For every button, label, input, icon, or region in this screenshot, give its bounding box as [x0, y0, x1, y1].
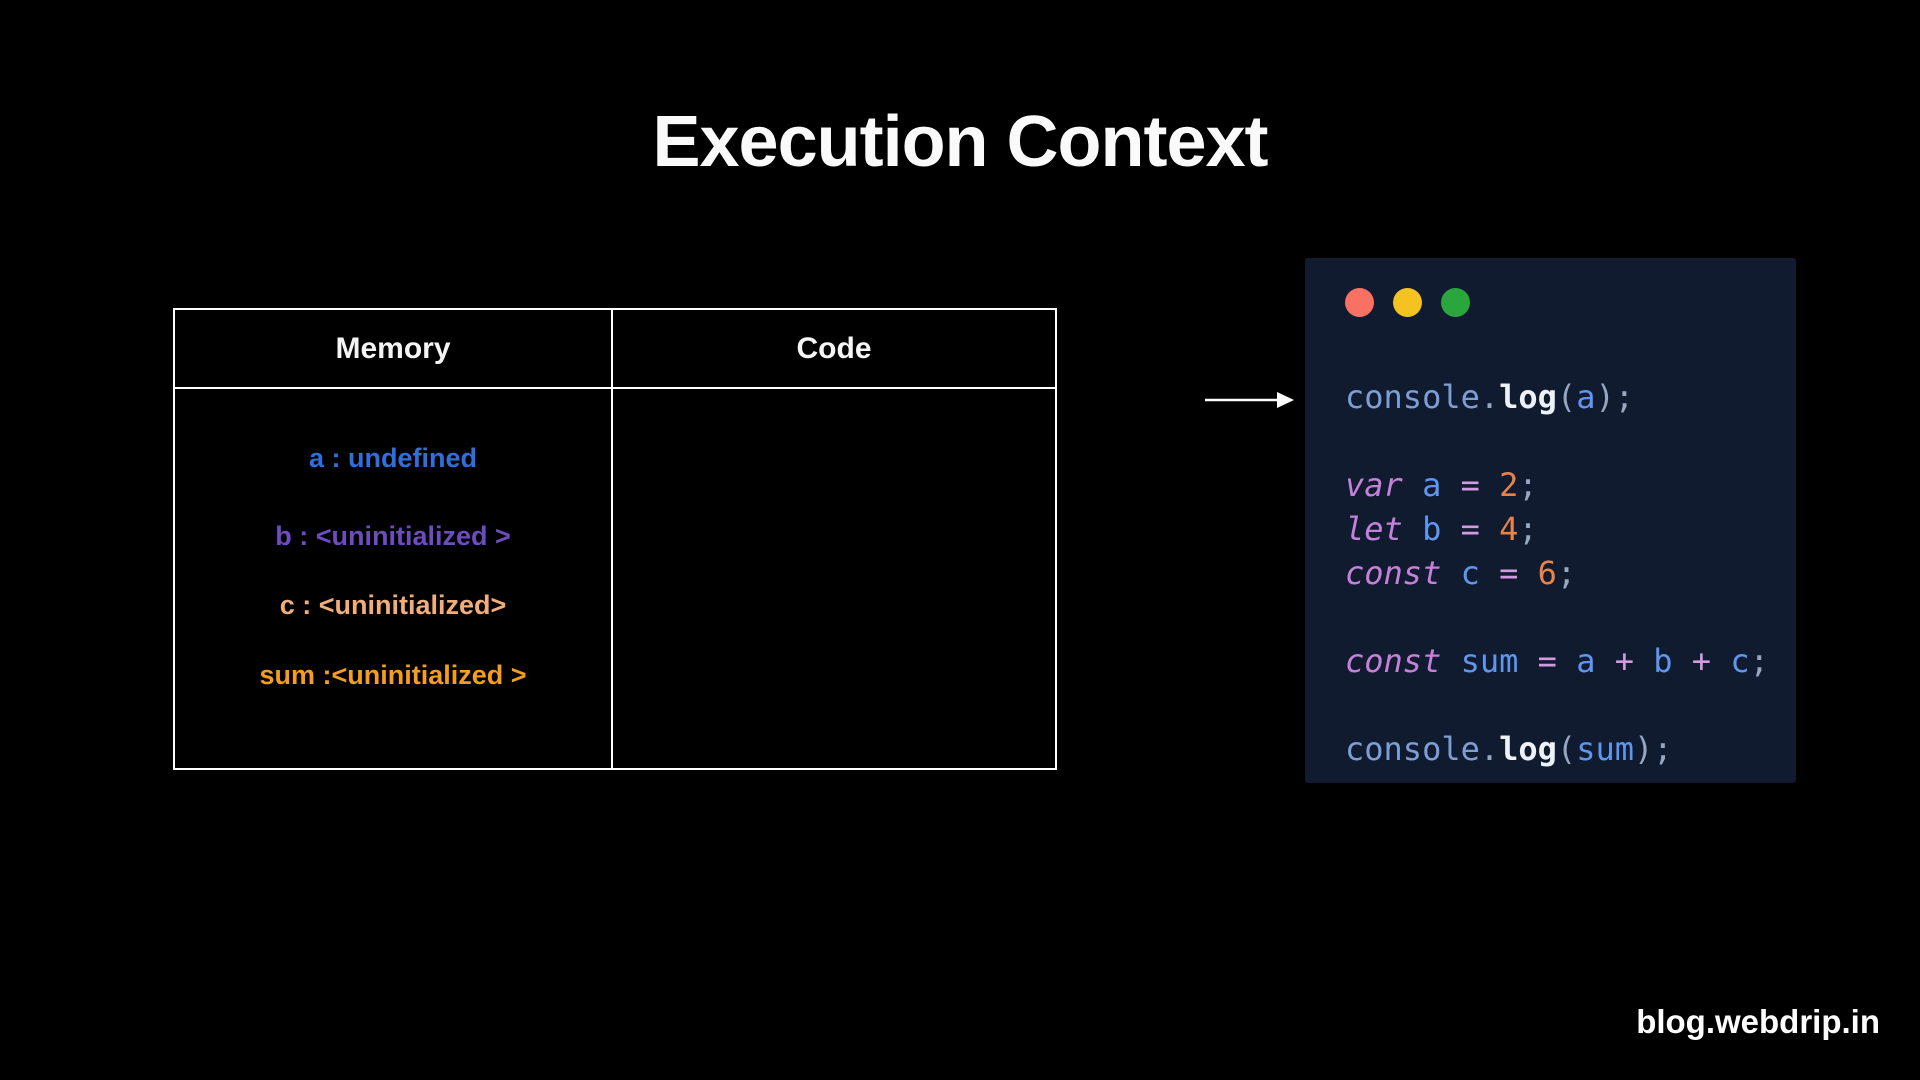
code-editor-window: console.log(a);var a = 2;let b = 4;const…: [1305, 258, 1796, 783]
code-token: =: [1499, 554, 1538, 592]
code-token: const: [1345, 554, 1461, 592]
code-line: [1345, 419, 1796, 463]
memory-entry: sum :<uninitialized >: [259, 660, 527, 690]
code-token: 4: [1499, 510, 1519, 548]
code-token: var: [1345, 466, 1423, 504]
code-token: a: [1576, 642, 1615, 680]
code-token: =: [1537, 642, 1577, 680]
code-token: ;: [1518, 510, 1538, 548]
code-token: .: [1479, 378, 1500, 416]
code-token: log: [1499, 730, 1557, 768]
code-line: [1345, 595, 1796, 639]
code-token: );: [1595, 378, 1634, 416]
table-header-row: Memory Code: [175, 310, 1055, 389]
code-token: b: [1422, 510, 1461, 548]
code-token: const: [1345, 642, 1461, 680]
code-token: sum: [1460, 642, 1538, 680]
execution-context-table: Memory Code a : undefined b : <uninitiali…: [173, 308, 1057, 770]
traffic-lights: [1345, 288, 1796, 317]
code-token: let: [1345, 510, 1423, 548]
code-line: var a = 2;: [1345, 463, 1796, 507]
code-line: const c = 6;: [1345, 551, 1796, 595]
code-token: sum: [1576, 730, 1634, 768]
code-line: const sum = a + b + c;: [1345, 639, 1796, 683]
code-token: console: [1345, 378, 1480, 416]
code-line: [1345, 683, 1796, 727]
code-token: (: [1556, 730, 1577, 768]
code-token: ;: [1556, 554, 1577, 592]
memory-list: a : undefined b : <uninitialized > c : <un…: [175, 389, 613, 768]
code-line: console.log(sum);: [1345, 727, 1796, 771]
memory-entry: c : <uninitialized>: [279, 590, 507, 620]
code-line: console.log(a);: [1345, 375, 1796, 419]
traffic-light-close-icon: [1345, 288, 1374, 317]
code-token: ;: [1749, 642, 1769, 680]
code-token: .: [1479, 730, 1500, 768]
code-token: ;: [1518, 466, 1538, 504]
right-arrow-icon: [1205, 392, 1294, 408]
code-token: =: [1460, 510, 1500, 548]
code-token: b: [1653, 642, 1692, 680]
traffic-light-maximize-icon: [1441, 288, 1470, 317]
page-title: Execution Context: [652, 102, 1268, 182]
watermark: blog.webdrip.in: [1636, 1003, 1880, 1040]
code-token: c: [1460, 554, 1500, 592]
code-token: log: [1499, 378, 1557, 416]
code-token: a: [1422, 466, 1461, 504]
memory-entry: b : <uninitialized >: [275, 521, 511, 551]
code-token: a: [1576, 378, 1596, 416]
traffic-light-minimize-icon: [1393, 288, 1422, 317]
code-token: );: [1633, 730, 1673, 768]
code-block: console.log(a);var a = 2;let b = 4;const…: [1345, 375, 1796, 771]
code-token: c: [1730, 642, 1750, 680]
code-column-empty-cell: [613, 389, 1055, 768]
code-token: +: [1614, 642, 1654, 680]
memory-entry: a : undefined: [309, 443, 477, 473]
code-token: (: [1556, 378, 1577, 416]
code-token: =: [1460, 466, 1500, 504]
code-token: 2: [1499, 466, 1519, 504]
code-column-header: Code: [796, 331, 872, 365]
memory-column-header: Memory: [175, 310, 613, 387]
code-token: console: [1345, 730, 1480, 768]
table-body: a : undefined b : <uninitialized > c : <un…: [175, 389, 1055, 768]
code-line: let b = 4;: [1345, 507, 1796, 551]
code-token: +: [1691, 642, 1731, 680]
code-token: 6: [1537, 554, 1557, 592]
